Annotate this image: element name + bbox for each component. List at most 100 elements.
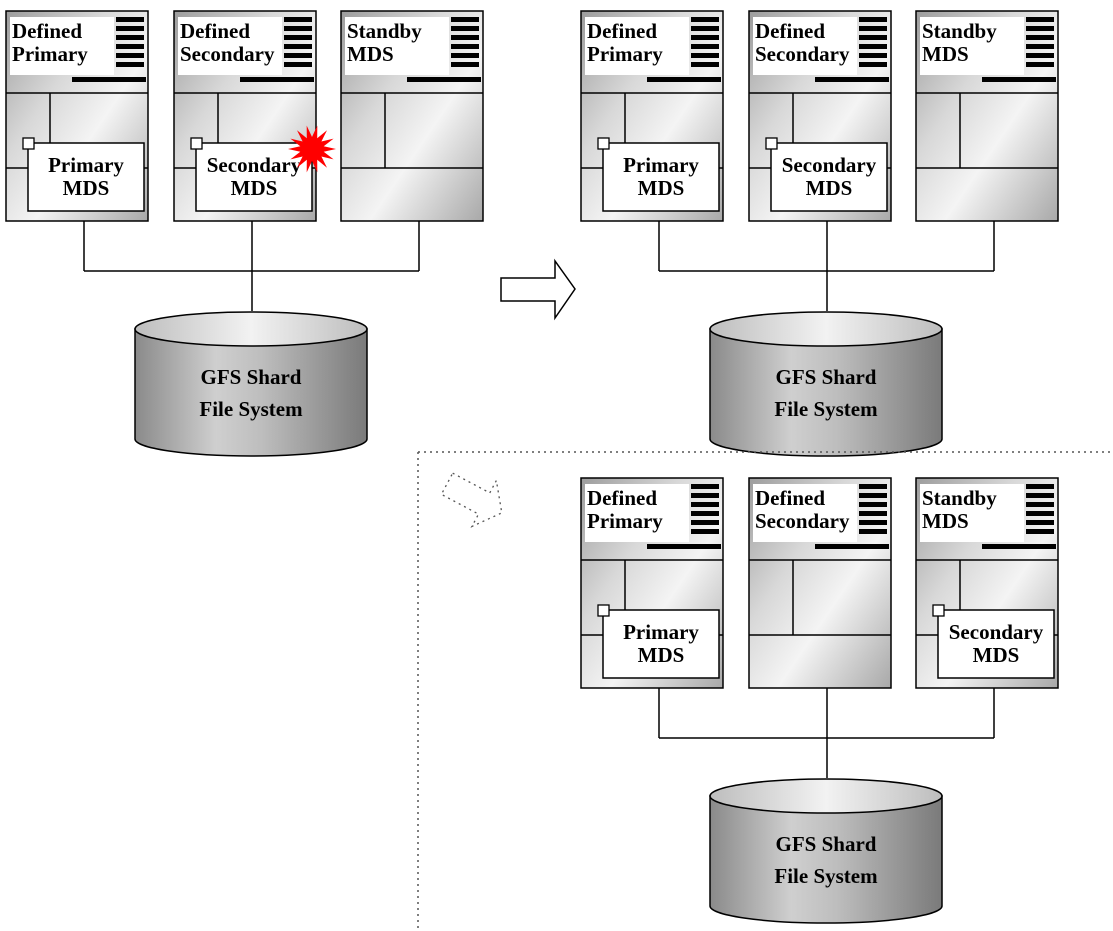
vent-bar (859, 44, 887, 49)
vent-bar (859, 17, 887, 22)
vent-bar (1026, 520, 1054, 525)
server-title: Defined (587, 19, 657, 43)
scenario-after-takeover: DefinedPrimaryPrimaryMDSDefinedSecondary… (580, 10, 1059, 457)
disk-label: GFS Shard (201, 365, 302, 389)
vent-bar (451, 62, 479, 67)
vent-bar (72, 77, 146, 82)
mds-label: MDS (231, 176, 278, 200)
vent-bar (1026, 493, 1054, 498)
server-label-area (10, 17, 114, 75)
disk-label: GFS Shard (776, 365, 877, 389)
vent-bar (451, 17, 479, 22)
server-title: MDS (922, 42, 969, 66)
mds-label: MDS (973, 643, 1020, 667)
vent-bar (982, 77, 1056, 82)
vent-bar (691, 44, 719, 49)
disk-top (709, 778, 943, 814)
vent-bar (859, 62, 887, 67)
mds-label: Secondary (207, 153, 302, 177)
vent-bar (1026, 17, 1054, 22)
server-label-area (345, 17, 449, 75)
server-title: Defined (587, 486, 657, 510)
server-title: Primary (587, 509, 663, 533)
vent-bar (859, 35, 887, 40)
server-label-area (585, 17, 689, 75)
vent-bar (691, 520, 719, 525)
vent-bar (691, 17, 719, 22)
vent-bar (691, 62, 719, 67)
mds-label: MDS (638, 643, 685, 667)
vent-bar (116, 35, 144, 40)
mds-indicator (597, 604, 610, 617)
server-title: Secondary (755, 509, 850, 533)
mds-label: Primary (48, 153, 124, 177)
vent-bar (240, 77, 314, 82)
vent-bar (1026, 502, 1054, 507)
disk-body (134, 328, 368, 457)
mds-label: Primary (623, 620, 699, 644)
vent-bar (116, 26, 144, 31)
vent-bar (451, 35, 479, 40)
mds-indicator (22, 137, 35, 150)
server-title: Primary (12, 42, 88, 66)
vent-bar (451, 53, 479, 58)
disk-label: File System (774, 864, 878, 888)
vent-bar (451, 26, 479, 31)
vent-bar (116, 44, 144, 49)
mds-box (770, 142, 888, 212)
vent-bar (1026, 26, 1054, 31)
vent-bar (284, 17, 312, 22)
mds-box (602, 142, 720, 212)
vent-bar (691, 26, 719, 31)
server-label-area (920, 484, 1024, 542)
server-title: Defined (180, 19, 250, 43)
disk-body (709, 795, 943, 924)
vent-bar (815, 77, 889, 82)
server-label-area (920, 17, 1024, 75)
server-label-area (178, 17, 282, 75)
vent-bar (815, 544, 889, 549)
alternative-arrow-icon (440, 472, 503, 528)
mds-indicator (597, 137, 610, 150)
vent-bar (691, 502, 719, 507)
vent-bar (284, 44, 312, 49)
disk-top (134, 311, 368, 347)
vent-bar (1026, 35, 1054, 40)
vent-bar (647, 77, 721, 82)
vent-bar (691, 484, 719, 489)
vent-bar (1026, 511, 1054, 516)
mds-indicator (190, 137, 203, 150)
vent-bar (859, 493, 887, 498)
vent-bar (982, 544, 1056, 549)
scenario-before: DefinedPrimaryPrimaryMDSDefinedSecondary… (5, 10, 484, 457)
vent-bar (284, 26, 312, 31)
vent-bar (284, 35, 312, 40)
mds-label: MDS (806, 176, 853, 200)
vent-bar (116, 62, 144, 67)
disk-label: File System (199, 397, 303, 421)
server-title: MDS (922, 509, 969, 533)
mds-box (602, 609, 720, 679)
server-title: Standby (347, 19, 422, 43)
server-title: MDS (347, 42, 394, 66)
disk-label: GFS Shard (776, 832, 877, 856)
disk-body (709, 328, 943, 457)
mds-box (27, 142, 145, 212)
vent-bar (1026, 62, 1054, 67)
mds-label: Primary (623, 153, 699, 177)
server-title: Primary (587, 42, 663, 66)
mds-label: Secondary (949, 620, 1044, 644)
server-title: Secondary (180, 42, 275, 66)
transition-arrow-icon (500, 258, 576, 321)
